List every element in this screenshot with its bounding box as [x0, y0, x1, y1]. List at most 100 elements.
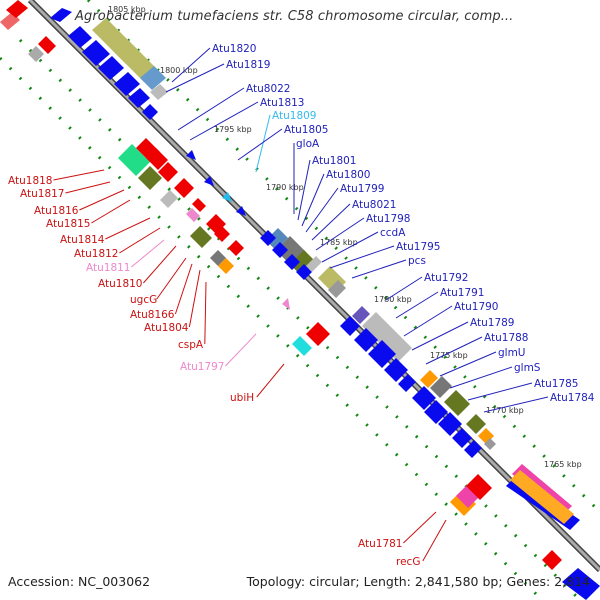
tick-label: 1775 kbp [430, 351, 468, 360]
gene-label[interactable]: Atu1797 [180, 361, 225, 373]
label-leader-line [165, 63, 225, 93]
small-markers [186, 150, 290, 310]
label-leader-line [425, 336, 483, 365]
inner-dotted-track-left [0, 56, 544, 600]
gene-label[interactable]: Atu1784 [550, 392, 595, 404]
label-leader-line [204, 281, 207, 345]
gene-label[interactable]: recG [396, 556, 420, 568]
gene-label[interactable]: Atu1814 [60, 234, 105, 246]
label-leader-line [483, 396, 549, 413]
tick-label: 1765 kbp [544, 460, 582, 469]
label-leader-line [422, 519, 447, 562]
label-leader-line [351, 259, 407, 279]
label-leader-line [403, 511, 437, 544]
gene-label[interactable]: gloA [296, 138, 320, 150]
label-leader-line [256, 363, 285, 398]
label-leader-line [188, 269, 201, 328]
gene-label[interactable]: Atu1820 [212, 43, 257, 55]
gene-label[interactable]: Atu8166 [130, 309, 175, 321]
tick-label: 1795 kbp [214, 125, 252, 134]
label-leader-line [119, 227, 161, 254]
gene-label[interactable]: ugcG [130, 294, 157, 306]
label-leader-line [311, 203, 351, 241]
accession-text: Accession: NC_003062 [8, 574, 151, 589]
map-title: Agrobacterium tumefaciens str. C58 chrom… [75, 9, 514, 24]
forward-genes[interactable] [50, 8, 600, 600]
label-leader-line [189, 101, 259, 141]
gene-label[interactable]: Atu1792 [424, 272, 469, 284]
label-leader-line [156, 257, 187, 300]
gene-label[interactable]: glmS [514, 362, 541, 374]
gene-label[interactable]: Atu1809 [272, 110, 317, 122]
forward-gene-labels[interactable]: Atu1820Atu1819Atu8022Atu1813Atu1809Atu18… [165, 43, 595, 413]
reverse-genes[interactable] [0, 0, 562, 570]
label-leader-line [91, 199, 131, 224]
gene-label[interactable]: Atu1818 [8, 175, 53, 187]
gene-label[interactable]: Atu1801 [312, 155, 357, 167]
tick-label: 1800 kbp [160, 66, 198, 75]
label-leader-line [174, 263, 193, 315]
gene-label[interactable]: Atu1790 [454, 301, 499, 313]
label-leader-line [321, 231, 379, 263]
label-leader-line [315, 217, 365, 251]
gene-label[interactable]: Atu1817 [20, 188, 65, 200]
gene-label[interactable]: Atu1811 [86, 262, 131, 274]
label-leader-line [301, 173, 325, 227]
topology-text: Topology: circular; Length: 2,841,580 bp… [246, 574, 590, 589]
gene-label[interactable]: Atu1815 [46, 218, 91, 230]
gene-label[interactable]: Atu1813 [260, 97, 305, 109]
gene-label[interactable]: Atu1791 [440, 287, 485, 299]
label-leader-line [449, 366, 513, 389]
label-leader-line [329, 245, 395, 269]
tick-label: 1790 kbp [266, 183, 304, 192]
label-leader-line [467, 382, 533, 401]
label-leader-line [79, 189, 125, 211]
reverse-gene-labels[interactable]: Atu1818Atu1817Atu1816Atu1815Atu1814Atu18… [8, 169, 447, 568]
label-leader-line [53, 169, 105, 181]
gene-label[interactable]: Atu1810 [98, 278, 143, 290]
gene-label[interactable]: ccdA [380, 227, 406, 239]
position-ticks: 1805 kbp 1800 kbp 1795 kbp 1790 kbp 1785… [108, 5, 582, 469]
tick-label: 1770 kbp [486, 406, 524, 415]
gene-label[interactable]: Atu1805 [284, 124, 329, 136]
gene-label[interactable]: pcs [408, 255, 426, 267]
gene-label[interactable]: Atu1816 [34, 205, 79, 217]
label-leader-line [385, 276, 423, 301]
label-leader-line [255, 114, 271, 173]
label-leader-line [237, 128, 283, 161]
tick-label: 1780 kbp [374, 295, 412, 304]
gene-label[interactable]: glmU [498, 347, 526, 359]
gene-label[interactable]: Atu1789 [470, 317, 515, 329]
label-leader-line [105, 217, 151, 240]
gene-label[interactable]: Atu1788 [484, 332, 529, 344]
gene-label[interactable]: Atu1785 [534, 378, 579, 390]
label-leader-line [439, 351, 497, 377]
tick-label: 1805 kbp [108, 5, 146, 14]
gene-label[interactable]: Atu1795 [396, 241, 441, 253]
label-leader-line [177, 87, 245, 131]
inner-dotted-track-right [86, 0, 600, 514]
label-leader-line [395, 291, 439, 319]
label-leader-line [403, 305, 453, 337]
gene-label[interactable]: Atu1799 [340, 183, 385, 195]
label-leader-line [305, 187, 339, 233]
gene-label[interactable]: Atu1812 [74, 248, 119, 260]
gene-label[interactable]: Atu8021 [352, 199, 397, 211]
label-leader-line [65, 181, 111, 194]
outer-dotted-track [18, 38, 582, 600]
label-leader-line [143, 245, 177, 284]
gene-label[interactable]: Atu1800 [326, 169, 371, 181]
gene-label[interactable]: Atu1819 [226, 59, 271, 71]
gene-label[interactable]: Atu8022 [246, 83, 291, 95]
gene-label[interactable]: cspA [178, 339, 204, 351]
gene-label[interactable]: Atu1798 [366, 213, 411, 225]
label-leader-line [225, 333, 257, 367]
tick-label: 1785 kbp [320, 238, 358, 247]
label-leader-line [171, 47, 211, 83]
gene-label[interactable]: Atu1804 [144, 322, 189, 334]
gene-label[interactable]: Atu1781 [358, 538, 403, 550]
label-leader-line [297, 159, 311, 221]
label-leader-line [411, 321, 469, 351]
gene-label[interactable]: ubiH [230, 392, 254, 404]
